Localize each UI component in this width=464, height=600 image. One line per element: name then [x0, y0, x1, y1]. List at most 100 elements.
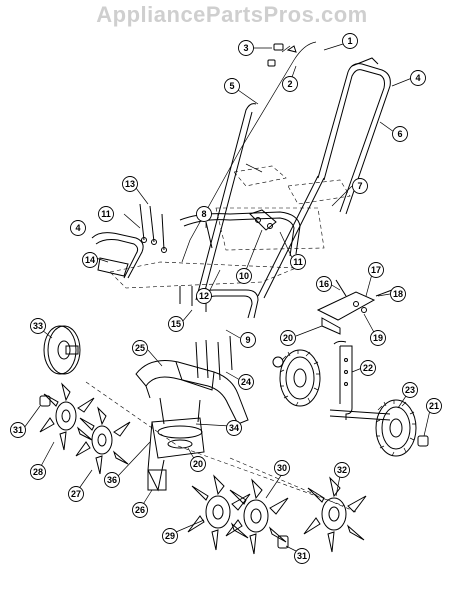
- callout-number: 18: [393, 289, 403, 299]
- transport-wheel-upper: [279, 349, 321, 407]
- callout-c5: 5: [224, 78, 240, 94]
- callout-bubble: [236, 268, 252, 284]
- callout-bubble: [68, 486, 84, 502]
- mounting-outline-lower: [215, 207, 325, 251]
- callout-bubble: [190, 456, 206, 472]
- callout-number: 7: [357, 181, 362, 191]
- callout-number: 6: [397, 129, 402, 139]
- callout-c2: 2: [282, 76, 298, 92]
- callout-c11b: 11: [290, 254, 306, 270]
- bolt-set-24: [195, 335, 233, 381]
- callout-c36: 36: [104, 472, 120, 488]
- callout-bubble: [162, 528, 178, 544]
- callout-bubble: [70, 220, 86, 236]
- callout-number: 21: [429, 401, 439, 411]
- callout-c20a: 20: [280, 330, 296, 346]
- handle-lock-bracket: [249, 209, 277, 231]
- transmission-housing: [147, 397, 205, 492]
- callout-c28: 28: [30, 464, 46, 480]
- wheel-bracket-assembly: [316, 279, 393, 335]
- callout-number: 9: [245, 335, 250, 345]
- callout-c30: 30: [274, 460, 290, 476]
- mounting-outline-left: [109, 261, 297, 289]
- tine-shield: [135, 360, 249, 425]
- callout-c8: 8: [196, 206, 212, 222]
- tine-32: [303, 476, 367, 553]
- callout-bubble: [290, 254, 306, 270]
- callout-bubble: [392, 126, 408, 142]
- callout-c21: 21: [426, 398, 442, 414]
- callout-number: 13: [125, 179, 135, 189]
- callout-bubble: [238, 374, 254, 390]
- depth-bar: [329, 340, 391, 421]
- upper-handle: [317, 57, 391, 215]
- callout-bubble: [82, 252, 98, 268]
- callout-c33: 33: [30, 318, 46, 334]
- mounting-outline-right: [287, 179, 351, 205]
- callout-c23: 23: [402, 382, 418, 398]
- callout-number: 33: [33, 321, 43, 331]
- callout-number: 14: [85, 255, 95, 265]
- callout-c1: 1: [342, 33, 358, 49]
- callout-bubble: [316, 276, 332, 292]
- callout-c29: 29: [162, 528, 178, 544]
- callout-bubble: [238, 40, 254, 56]
- wheel-cap-21: [417, 435, 429, 447]
- callout-c27: 27: [68, 486, 84, 502]
- callout-number: 19: [373, 333, 383, 343]
- wheel-nut-upper: [272, 356, 284, 368]
- lower-handle: [179, 103, 325, 319]
- callout-bubble: [390, 286, 406, 302]
- callout-c11a: 11: [98, 206, 114, 222]
- callout-c16: 16: [316, 276, 332, 292]
- callout-number: 20: [283, 333, 293, 343]
- callout-bubble: [274, 460, 290, 476]
- tine-27: [75, 406, 131, 475]
- tine-30: [225, 478, 289, 555]
- callout-number: 4: [75, 223, 80, 233]
- callout-bubble: [224, 78, 240, 94]
- site-watermark: AppliancePartsPros.com: [96, 2, 368, 27]
- callout-bubble: [352, 178, 368, 194]
- callout-number: 27: [71, 489, 81, 499]
- callout-number: 22: [363, 363, 373, 373]
- callout-c22: 22: [360, 360, 376, 376]
- callout-bubble: [368, 262, 384, 278]
- callout-number: 17: [371, 265, 381, 275]
- callout-c3: 3: [238, 40, 254, 56]
- callout-bubble: [168, 316, 184, 332]
- callout-c13: 13: [122, 176, 138, 192]
- callout-number: 24: [241, 377, 251, 387]
- callout-bubble: [122, 176, 138, 192]
- tine-cap-right: [277, 535, 289, 549]
- callout-bubble: [30, 318, 46, 334]
- callout-c32: 32: [334, 462, 350, 478]
- callout-number: 11: [293, 257, 303, 267]
- callout-bubble: [426, 398, 442, 414]
- mounting-outline-upper: [233, 165, 287, 187]
- callout-c19: 19: [370, 330, 386, 346]
- callout-c10: 10: [236, 268, 252, 284]
- callout-number: 15: [171, 319, 181, 329]
- bolt-8: [205, 221, 213, 249]
- callout-number: 1: [347, 36, 352, 46]
- callout-c26: 26: [132, 502, 148, 518]
- callout-bubble: [360, 360, 376, 376]
- callout-bubble: [334, 462, 350, 478]
- callout-number: 31: [13, 425, 23, 435]
- cable-fittings: [267, 43, 297, 67]
- callout-c25: 25: [132, 340, 148, 356]
- callout-c14: 14: [82, 252, 98, 268]
- callout-number: 3: [243, 43, 248, 53]
- tine-cap-left: [39, 395, 51, 407]
- control-cable: [245, 45, 291, 173]
- callout-number: 4: [415, 73, 420, 83]
- bolt-set-left: [139, 203, 167, 253]
- callout-number: 16: [319, 279, 329, 289]
- tine-29: [187, 474, 251, 551]
- callout-c6: 6: [392, 126, 408, 142]
- callout-bubble: [370, 330, 386, 346]
- tine-28: [39, 382, 95, 451]
- callout-number: 28: [33, 467, 43, 477]
